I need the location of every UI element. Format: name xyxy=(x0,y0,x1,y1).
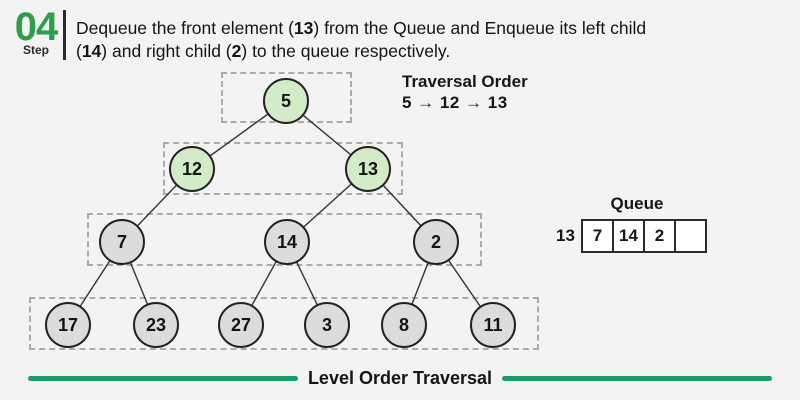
queue-cell-2: 2 xyxy=(643,219,676,253)
dequeued-element: 13 xyxy=(556,226,575,245)
queue-cell-7: 7 xyxy=(581,219,614,253)
queue-cell-14: 14 xyxy=(612,219,645,253)
queue-cell-empty xyxy=(674,219,707,253)
instruction-line-2: (14) and right child (2) to the queue re… xyxy=(76,41,451,62)
traversal-order-sequence: 5 → 12 → 13 xyxy=(402,93,508,112)
tree-node-23: 23 xyxy=(133,302,179,348)
tree-node-12: 12 xyxy=(169,146,215,192)
step-number: 04 xyxy=(14,5,59,49)
footer: Level Order Traversal xyxy=(28,367,772,388)
footer-title: Level Order Traversal xyxy=(307,367,493,388)
queue-title: Queue xyxy=(610,194,664,213)
tree-node-17: 17 xyxy=(45,302,91,348)
traversal-order-title: Traversal Order xyxy=(402,72,528,91)
tree-node-5: 5 xyxy=(263,78,309,124)
tree-node-7: 7 xyxy=(99,219,145,265)
level-box-4 xyxy=(29,297,539,350)
instruction-text: Dequeue the front element (13) from the … xyxy=(76,17,646,63)
tree-node-27: 27 xyxy=(218,302,264,348)
traversal-order: Traversal Order 5 → 12 → 13 xyxy=(402,72,528,113)
tree-node-14: 14 xyxy=(264,219,310,265)
tree-node-13: 13 xyxy=(345,146,391,192)
header-divider xyxy=(63,10,66,60)
step-badge: 04 Step xyxy=(10,5,62,57)
footer-rule-left xyxy=(28,375,298,381)
tree-node-11: 11 xyxy=(470,302,516,348)
tree-node-8: 8 xyxy=(381,302,427,348)
tree-node-2: 2 xyxy=(413,219,459,265)
step-label: Step xyxy=(22,43,49,57)
instruction-line-1: Dequeue the front element (13) from the … xyxy=(76,18,647,38)
footer-rule-right xyxy=(502,375,772,381)
tree-node-3: 3 xyxy=(304,302,350,348)
